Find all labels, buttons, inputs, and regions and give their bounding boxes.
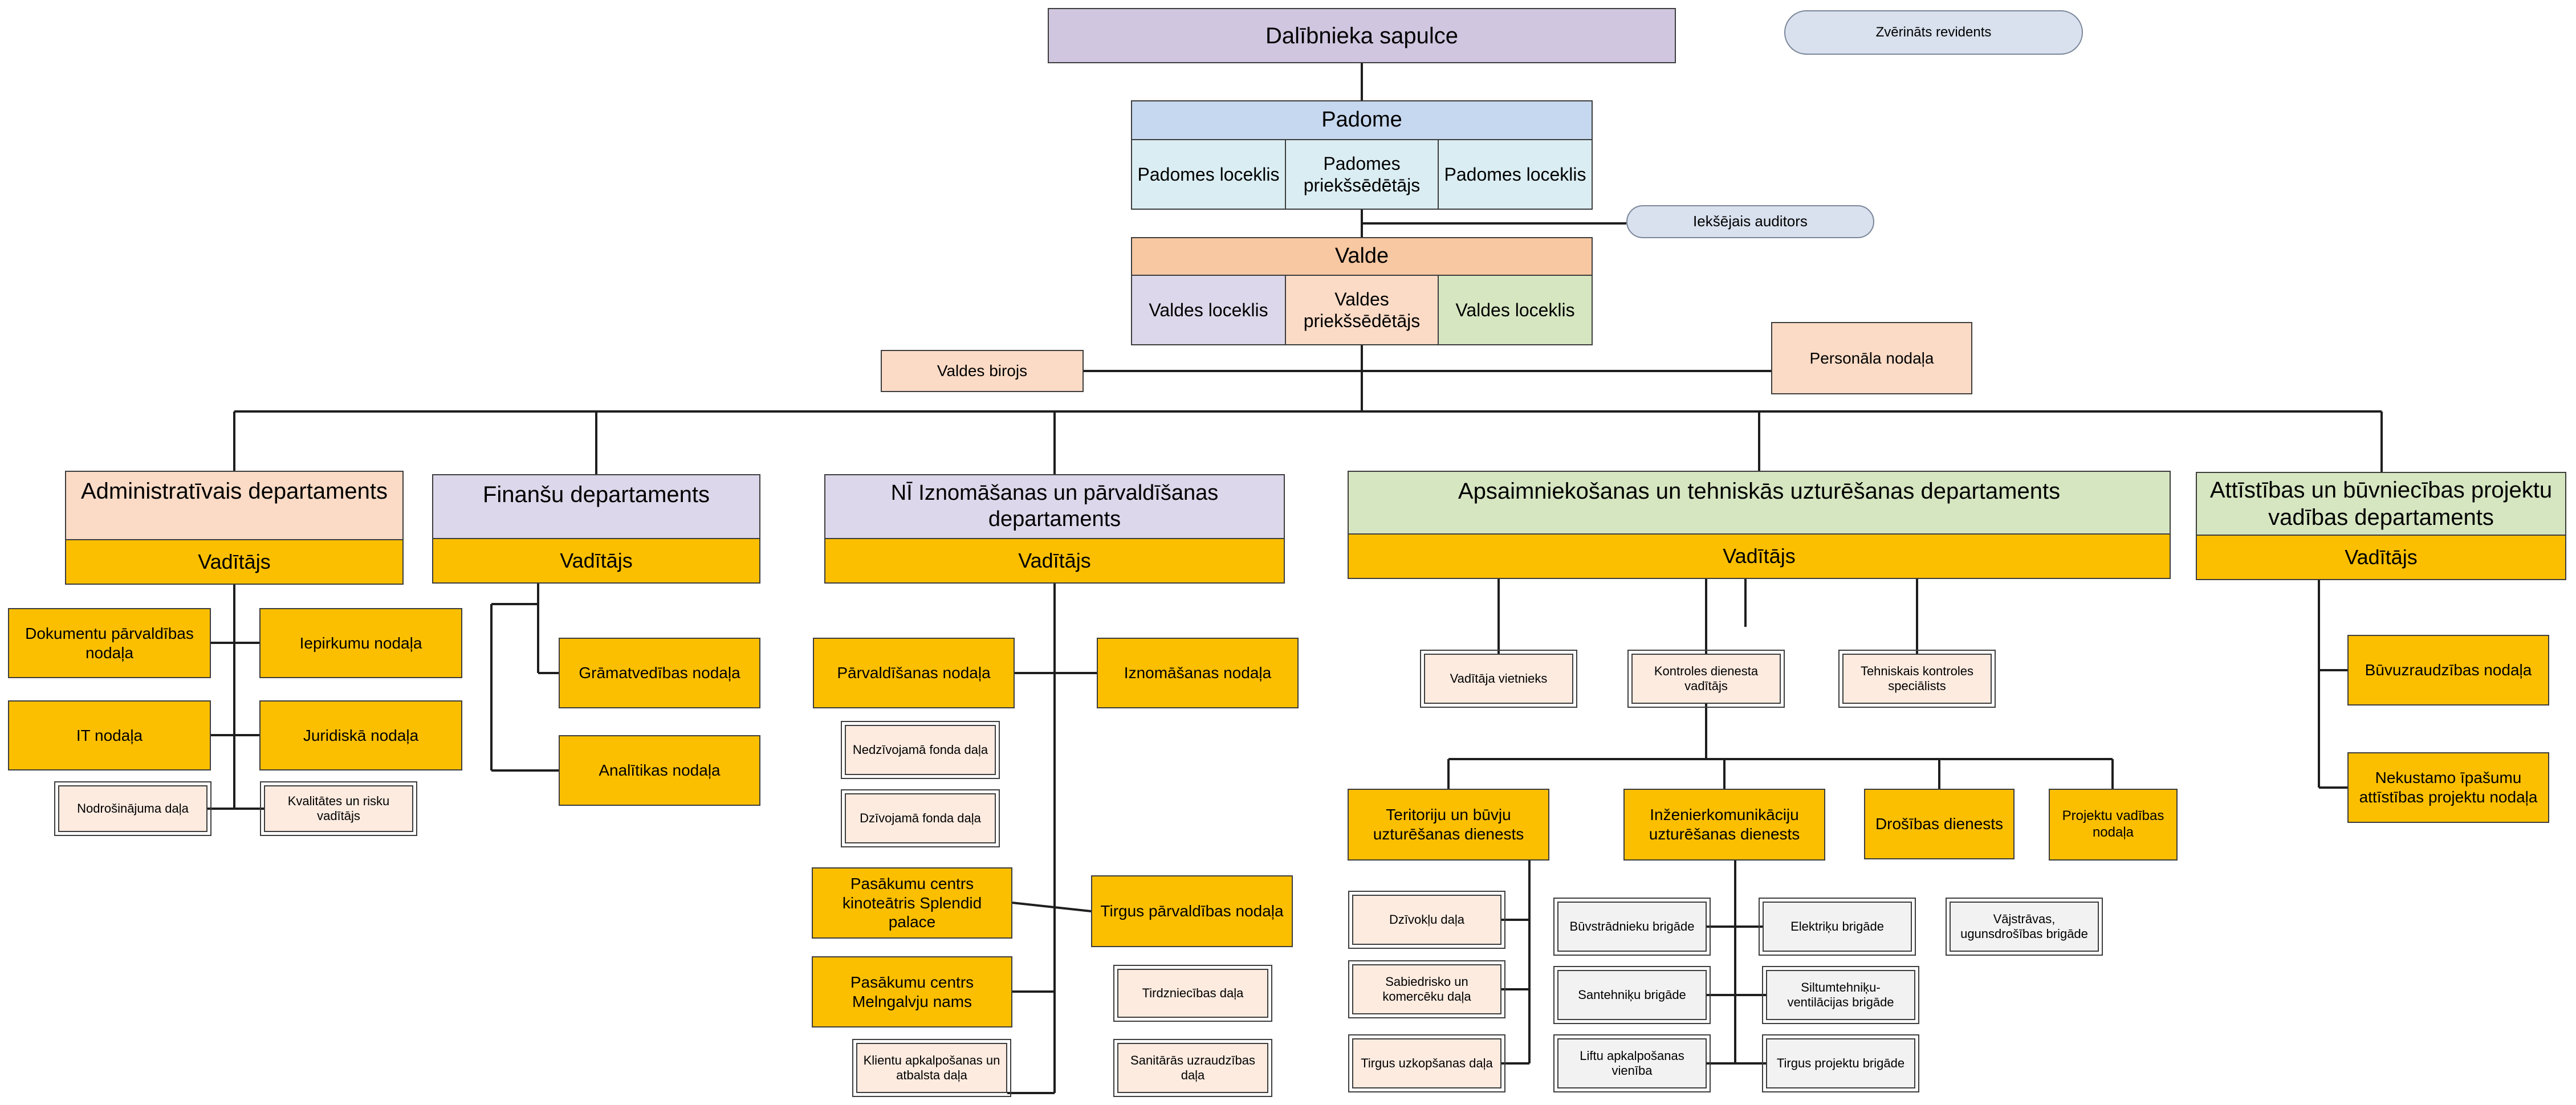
node-auditors: Iekšējais auditors xyxy=(1626,205,1874,238)
node-inzenier: Inženierkomunikāciju uzturēšanas dienest… xyxy=(1623,789,1825,861)
node-nekustamo: Nekustamo īpašumu attīstības projektu no… xyxy=(2347,752,2549,823)
node-sabiedrisko: Sabiedrisko un komercēku daļa xyxy=(1348,960,1505,1018)
node-tirdzniecibas: Tirdzniecības daļa xyxy=(1113,965,1272,1022)
node-revidents: Zvērināts revidents xyxy=(1784,10,2083,55)
node-gramatvedibas: Grāmatvedības nodaļa xyxy=(559,638,760,708)
node-iepirkumu: Iepirkumu nodaļa xyxy=(259,608,462,678)
node-kvalitates: Kvalitātes un risku vadītājs xyxy=(260,781,417,836)
dept-administrativais: Administratīvais departaments xyxy=(65,471,404,540)
node-buvuzraudzibas: Būvuzraudzības nodaļa xyxy=(2347,635,2549,706)
node-sanitaras: Sanitārās uzraudzības daļa xyxy=(1113,1039,1272,1097)
node-vietnieks: Vadītāja vietnieks xyxy=(1420,650,1577,708)
node-sapulce: Dalībnieka sapulce xyxy=(1048,8,1676,63)
node-santehniku: Santehniķu brigāde xyxy=(1553,966,1711,1024)
node-nodrosinajuma: Nodrošinājuma daļa xyxy=(54,781,211,836)
node-teritoriju: Teritoriju un būvju uzturēšanas dienests xyxy=(1348,789,1549,861)
node-dokumentu: Dokumentu pārvaldības nodaļa xyxy=(8,608,211,678)
node-valdes-loceklis-1: Valdes loceklis xyxy=(1131,275,1286,345)
node-teh-specialists: Tehniskais kontroles speciālists xyxy=(1838,650,1996,708)
node-padomes-priekssedetajs: Padomes priekšsēdētājs xyxy=(1285,139,1439,210)
node-elektriku: Elektriķu brigāde xyxy=(1759,898,1916,956)
node-it: IT nodaļa xyxy=(8,700,211,770)
node-melngalvju: Pasākumu centrs Melngalvju nams xyxy=(812,956,1012,1027)
node-splendid: Pasākumu centrs kinoteātris Splendid pal… xyxy=(812,867,1012,939)
dept-apsaimniekosanas-head: Vadītājs xyxy=(1348,533,2171,579)
node-tirgus-uzkops: Tirgus uzkopšanas daļa xyxy=(1348,1034,1505,1092)
node-drosibas: Drošības dienests xyxy=(1864,789,2015,859)
node-dzivoklu: Dzīvokļu daļa xyxy=(1348,891,1505,949)
node-tirgus-parv: Tirgus pārvaldības nodaļa xyxy=(1091,875,1293,947)
dept-attistibas: Attīstības un būvniecības projektu vadīb… xyxy=(2196,472,2566,536)
node-valdes-loceklis-2: Valdes loceklis xyxy=(1438,275,1593,345)
connector-line xyxy=(1012,902,1092,912)
node-kontroles-vad: Kontroles dienesta vadītājs xyxy=(1627,650,1785,708)
node-padomes-loceklis-2: Padomes loceklis xyxy=(1438,139,1593,210)
dept-ni: NĪ Iznomāšanas un pārvaldīšanas departam… xyxy=(824,474,1285,539)
node-iznomasanas: Iznomāšanas nodaļa xyxy=(1097,638,1299,708)
dept-finansu: Finanšu departaments xyxy=(432,474,760,539)
node-analitikas: Analītikas nodaļa xyxy=(559,735,760,806)
dept-finansu-head: Vadītājs xyxy=(432,538,760,584)
node-valdes-birojs: Valdes birojs xyxy=(881,350,1084,392)
dept-attistibas-head: Vadītājs xyxy=(2196,535,2566,580)
dept-administrativais-head: Vadītājs xyxy=(65,539,404,585)
node-vajstravas: Vājstrāvas, ugunsdrošības brigāde xyxy=(1946,898,2103,956)
node-siltumtehniku: Siltumtehniķu-ventilācijas brigāde xyxy=(1762,966,1919,1024)
node-nedzivojama: Nedzīvojamā fonda daļa xyxy=(841,721,1000,779)
node-liftu: Liftu apkalpošanas vienība xyxy=(1553,1034,1711,1092)
node-juridiska: Juridiskā nodaļa xyxy=(259,700,462,770)
node-padomes-loceklis-1: Padomes loceklis xyxy=(1131,139,1286,210)
dept-ni-head: Vadītājs xyxy=(824,538,1285,584)
node-personala: Personāla nodaļa xyxy=(1771,322,1972,394)
node-dzivojama: Dzīvojamā fonda daļa xyxy=(841,789,1000,847)
node-tirgus-projektu: Tirgus projektu brigāde xyxy=(1762,1034,1919,1092)
node-parvaldisanas: Pārvaldīšanas nodaļa xyxy=(813,638,1015,708)
node-buvstradnieku: Būvstrādnieku brigāde xyxy=(1553,898,1711,956)
node-projektu-vad: Projektu vadības nodaļa xyxy=(2049,789,2178,861)
node-valde: Valde xyxy=(1131,237,1593,276)
node-valdes-priekssedetajs: Valdes priekšsēdētājs xyxy=(1285,275,1439,345)
node-padome: Padome xyxy=(1131,100,1593,140)
dept-apsaimniekosanas: Apsaimniekošanas un tehniskās uzturēšana… xyxy=(1348,471,2171,535)
node-klientu: Klientu apkalpošanas un atbalsta daļa xyxy=(852,1039,1011,1097)
